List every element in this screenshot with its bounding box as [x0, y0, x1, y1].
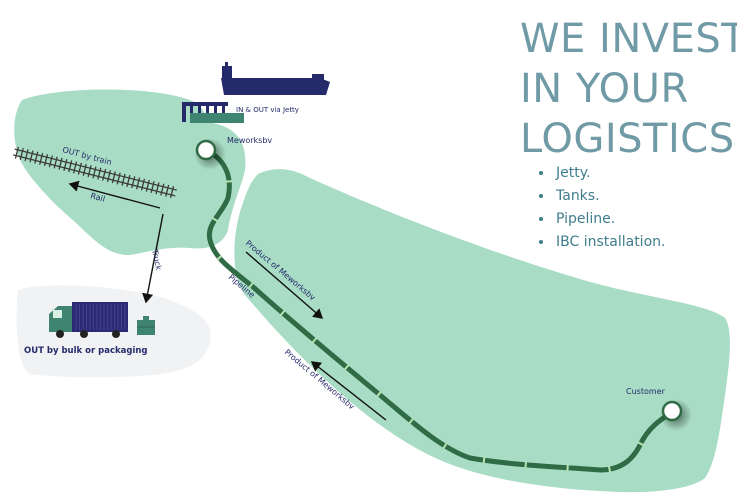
service-item: Jetty.	[554, 162, 665, 185]
truck-arrow	[142, 213, 164, 304]
headline: WE INVEST IN YOUR LOGISTICS!	[520, 14, 737, 164]
headline-line-1: WE INVEST	[520, 16, 737, 62]
service-item: Pipeline.	[554, 208, 665, 231]
jetty-icon	[182, 102, 244, 123]
pipeline-joints	[211, 180, 644, 473]
jetty-label: IN & OUT via Jetty	[236, 106, 299, 114]
customer-node	[661, 400, 683, 422]
service-item: IBC installation.	[554, 231, 665, 254]
headline-line-2: IN YOUR	[520, 66, 689, 112]
headline-line-3: LOGISTICS!	[520, 116, 737, 162]
rail-arrow	[68, 180, 161, 209]
pipeline	[204, 147, 675, 473]
land-upper	[14, 89, 246, 256]
ship-icon	[221, 62, 330, 95]
meworks-label: Meworksbv	[227, 136, 272, 145]
services-list: Jetty. Tanks. Pipeline. IBC installation…	[536, 162, 665, 254]
truck-icon	[49, 302, 128, 338]
truck-label: Truck	[150, 248, 163, 272]
rail-track	[13, 146, 177, 198]
product-flow-arrow-down	[245, 251, 324, 319]
land-lower	[234, 169, 730, 493]
out-bulk-label: OUT by bulk or packaging	[24, 346, 148, 356]
ibc-container-icon	[137, 316, 155, 335]
meworks-node	[195, 139, 217, 161]
product-flow-arrow-up	[310, 361, 387, 421]
rail-label: Rail	[89, 191, 106, 204]
service-item: Tanks.	[554, 185, 665, 208]
customer-label: Customer	[626, 387, 666, 396]
